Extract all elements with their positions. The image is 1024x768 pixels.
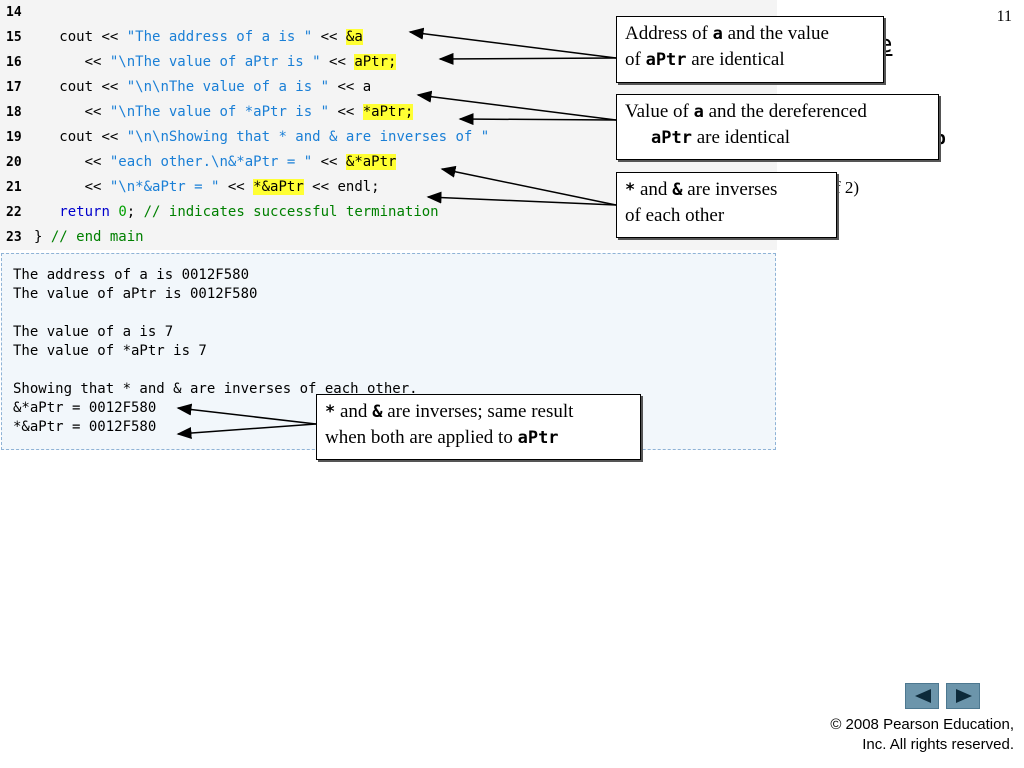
- code-token: <<: [312, 29, 346, 45]
- code-text: } // end main: [34, 225, 144, 250]
- triangle-right-icon: [956, 689, 972, 703]
- code-token: "\n*&aPtr = ": [109, 179, 220, 195]
- line-number: 18: [6, 105, 22, 120]
- code-token: <<: [59, 104, 110, 120]
- code-line: 23} // end main: [0, 225, 777, 250]
- code-text: << "\nThe value of *aPtr is " << *aPtr;: [34, 100, 414, 125]
- code-token: &a: [345, 29, 363, 45]
- line-number: 20: [6, 155, 22, 170]
- code-token: <<: [320, 54, 355, 70]
- next-slide-button[interactable]: [946, 683, 980, 709]
- code-token: ;: [126, 204, 144, 220]
- code-text: << "\nThe value of aPtr is " << aPtr;: [34, 50, 397, 75]
- code-line: 18 << "\nThe value of *aPtr is " << *aPt…: [0, 100, 777, 125]
- code-token: "\nThe value of aPtr is ": [109, 54, 321, 70]
- line-number: 19: [6, 130, 22, 145]
- copyright-line: Inc. All rights reserved.: [862, 736, 1014, 753]
- title-fragment: p: [935, 128, 946, 149]
- previous-slide-button[interactable]: [905, 683, 939, 709]
- output-line: The value of aPtr is 0012F580: [13, 286, 258, 302]
- code-token: *aPtr;: [362, 104, 414, 120]
- code-line: 14: [0, 0, 777, 25]
- code-token: <<: [59, 54, 110, 70]
- code-token: "\n\nShowing that * and & are inverses o…: [126, 129, 490, 145]
- output-line: The address of a is 0012F580: [13, 267, 250, 283]
- output-line: *&aPtr = 0012F580: [13, 419, 157, 435]
- copyright-line: © 2008 Pearson Education,: [830, 716, 1014, 733]
- code-token: "each other.\n&*aPtr = ": [109, 154, 313, 170]
- code-token: <<: [59, 154, 110, 170]
- triangle-left-icon: [915, 689, 931, 703]
- code-token: // end main: [50, 229, 144, 245]
- callout-inverses: * and & are inverses of each other: [616, 172, 837, 238]
- code-text: cout << "\n\nThe value of a is " << a: [34, 75, 371, 100]
- code-text: << "each other.\n&*aPtr = " << &*aPtr: [34, 150, 397, 175]
- callout-address-identical: Address of a and the value of aPtr are i…: [616, 16, 884, 83]
- callout-value-identical: Value of a and the dereferenced aPtr are…: [616, 94, 939, 160]
- code-line: 15 cout << "The address of a is " << &a: [0, 25, 777, 50]
- code-token: "\n\nThe value of a is ": [126, 79, 330, 95]
- line-number: 16: [6, 55, 22, 70]
- code-line: 17 cout << "\n\nThe value of a is " << a: [0, 75, 777, 100]
- code-token: cout <<: [59, 79, 127, 95]
- title-fragment: f 2): [835, 178, 860, 197]
- output-line: The value of *aPtr is 7: [13, 343, 207, 359]
- code-token: << a: [329, 79, 372, 95]
- code-token: cout <<: [59, 129, 127, 145]
- code-text: cout << "\n\nShowing that * and & are in…: [34, 125, 489, 150]
- code-token: <<: [329, 104, 363, 120]
- callout-same-result: * and & are inverses; same result when b…: [316, 394, 641, 460]
- line-number: 17: [6, 80, 22, 95]
- output-line: &*aPtr = 0012F580: [13, 400, 157, 416]
- code-text: return 0; // indicates successful termin…: [34, 200, 439, 225]
- copyright-notice: © 2008 Pearson Education, Inc. All right…: [830, 715, 1014, 755]
- code-token: "\nThe value of *aPtr is ": [109, 104, 330, 120]
- code-token: <<: [59, 179, 110, 195]
- code-text: cout << "The address of a is " << &a: [34, 25, 363, 50]
- code-line: 21 << "\n*&aPtr = " << *&aPtr << endl;: [0, 175, 777, 200]
- code-token: "The address of a is ": [126, 29, 313, 45]
- code-token: <<: [312, 154, 346, 170]
- code-line: 22 return 0; // indicates successful ter…: [0, 200, 777, 225]
- code-line: 20 << "each other.\n&*aPtr = " << &*aPtr: [0, 150, 777, 175]
- code-line: 16 << "\nThe value of aPtr is " << aPtr;: [0, 50, 777, 75]
- line-number: 14: [6, 5, 22, 20]
- line-number: 22: [6, 205, 22, 220]
- code-token: cout <<: [59, 29, 127, 45]
- code-text: << "\n*&aPtr = " << *&aPtr << endl;: [34, 175, 380, 200]
- output-line: Showing that * and & are inverses of eac…: [13, 381, 418, 397]
- code-token: return: [59, 204, 119, 220]
- code-token: <<: [219, 179, 254, 195]
- code-token: }: [34, 229, 51, 245]
- output-line: The value of a is 7: [13, 324, 174, 340]
- page-number: 11: [996, 8, 1012, 25]
- code-token: 0: [118, 204, 127, 220]
- code-line: 19 cout << "\n\nShowing that * and & are…: [0, 125, 777, 150]
- code-token: aPtr;: [354, 54, 397, 70]
- line-number: 15: [6, 30, 22, 45]
- line-number: 23: [6, 230, 22, 245]
- code-token: // indicates successful termination: [143, 204, 439, 220]
- line-number: 21: [6, 180, 22, 195]
- code-token: *&aPtr: [253, 179, 304, 195]
- code-token: << endl;: [303, 179, 380, 195]
- code-token: &*aPtr: [345, 154, 397, 170]
